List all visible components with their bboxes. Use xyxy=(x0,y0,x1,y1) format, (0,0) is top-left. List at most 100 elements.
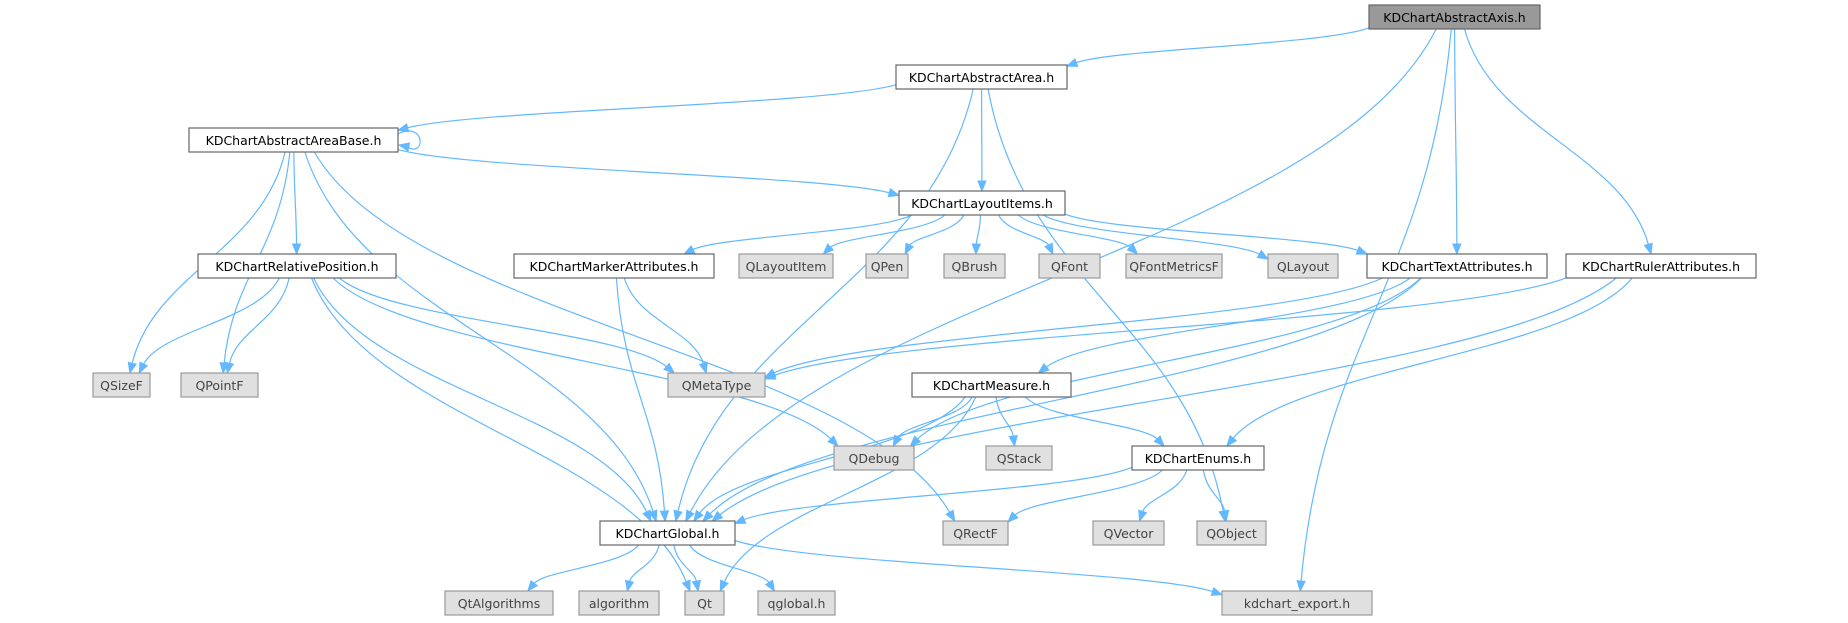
node-box xyxy=(599,520,736,546)
edge-axis-to-ruler xyxy=(1463,28,1653,256)
edge-relpos-to-qmetatype xyxy=(338,277,676,374)
edge-enums-to-qobject xyxy=(1202,469,1230,523)
node-box xyxy=(1267,253,1339,279)
node-box xyxy=(898,190,1066,216)
node-box xyxy=(1131,445,1265,471)
node-area[interactable]: KDChartAbstractArea.h xyxy=(895,64,1068,90)
node-qglobal: qglobal.h xyxy=(757,590,836,616)
node-qbrush: QBrush xyxy=(943,253,1006,279)
node-qlayout: QLayout xyxy=(1267,253,1339,279)
node-label: KDChartLayoutItems.h xyxy=(911,196,1053,211)
node-qrectf: QRectF xyxy=(942,520,1009,546)
node-axis[interactable]: KDChartAbstractAxis.h xyxy=(1368,4,1541,30)
node-box xyxy=(1038,253,1101,279)
node-box xyxy=(911,372,1072,398)
node-label: QLayoutItem xyxy=(746,259,827,274)
node-box xyxy=(667,372,766,398)
node-box xyxy=(578,590,660,616)
node-label: KDChartMeasure.h xyxy=(933,378,1050,393)
node-label: QVector xyxy=(1104,526,1155,541)
edge-areabase-to-global xyxy=(304,151,658,523)
edge-ruler-to-qmetatype xyxy=(763,277,1567,380)
node-label: QDebug xyxy=(849,451,900,466)
node-label: QFont xyxy=(1051,259,1088,274)
edge-areabase-to-areabase xyxy=(397,130,421,152)
edge-measure-to-global xyxy=(692,396,966,523)
edge-marker-to-global xyxy=(615,277,670,523)
edge-text-to-global xyxy=(702,277,1422,522)
edge-layout-to-qbrush xyxy=(971,214,982,256)
node-box xyxy=(943,253,1006,279)
node-box xyxy=(738,253,834,279)
edge-areabase-to-relpos xyxy=(291,151,302,256)
edge-enums-to-global xyxy=(733,466,1133,524)
node-qsizef: QSizeF xyxy=(92,372,151,398)
node-ruler[interactable]: KDChartRulerAttributes.h xyxy=(1565,253,1757,279)
edge-ruler-to-global xyxy=(711,277,1617,522)
node-label: KDChartAbstractAxis.h xyxy=(1383,10,1525,25)
node-qstack: QStack xyxy=(985,445,1053,471)
node-box xyxy=(1125,253,1223,279)
node-label: QFontMetricsF xyxy=(1129,259,1219,274)
node-layer: KDChartAbstractAxis.hKDChartAbstractArea… xyxy=(92,4,1757,616)
edge-marker-to-qmetatype xyxy=(623,277,708,375)
node-enums[interactable]: KDChartEnums.h xyxy=(1131,445,1265,471)
edge-global-to-algorithm xyxy=(625,544,660,593)
node-marker[interactable]: KDChartMarkerAttributes.h xyxy=(513,253,715,279)
node-box xyxy=(757,590,836,616)
node-layout[interactable]: KDChartLayoutItems.h xyxy=(898,190,1066,216)
node-global[interactable]: KDChartGlobal.h xyxy=(599,520,736,546)
node-box xyxy=(942,520,1009,546)
node-box xyxy=(1092,520,1165,546)
edge-text-to-measure xyxy=(1037,277,1411,374)
node-box xyxy=(684,590,725,616)
edge-relpos-to-global xyxy=(313,277,652,523)
node-label: KDChartGlobal.h xyxy=(616,526,720,541)
node-export: kdchart_export.h xyxy=(1221,590,1373,616)
node-label: QBrush xyxy=(952,259,998,274)
node-measure[interactable]: KDChartMeasure.h xyxy=(911,372,1072,398)
node-box xyxy=(985,445,1053,471)
edge-area-to-global xyxy=(673,88,974,523)
edge-layout-to-qpen xyxy=(904,214,965,256)
node-areabase[interactable]: KDChartAbstractAreaBase.h xyxy=(188,127,399,153)
node-label: KDChartAbstractArea.h xyxy=(909,70,1054,85)
node-label: QObject xyxy=(1206,526,1257,541)
edge-areabase-to-layout xyxy=(397,148,901,198)
edge-axis-to-area xyxy=(1065,27,1370,67)
edge-relpos-to-qsizef xyxy=(138,277,280,375)
node-box xyxy=(1368,4,1541,30)
node-text[interactable]: KDChartTextAttributes.h xyxy=(1366,253,1548,279)
node-box xyxy=(1366,253,1548,279)
node-label: QPen xyxy=(871,259,904,274)
edge-axis-to-text xyxy=(1452,28,1462,256)
node-box xyxy=(444,590,554,616)
edge-layout-to-qfont xyxy=(998,214,1054,256)
edge-global-to-qt xyxy=(673,544,702,593)
edge-measure-to-enums xyxy=(1025,396,1165,447)
node-box xyxy=(188,127,399,153)
node-box xyxy=(1565,253,1757,279)
node-box xyxy=(180,372,259,398)
node-qdebug: QDebug xyxy=(833,445,915,471)
edge-enums-to-qrectf xyxy=(1007,469,1163,524)
edge-layer xyxy=(127,27,1653,596)
edge-measure-to-qstack xyxy=(995,396,1018,448)
node-label: KDChartRelativePosition.h xyxy=(215,259,378,274)
node-algorithm: algorithm xyxy=(578,590,660,616)
node-box xyxy=(92,372,151,398)
node-relpos[interactable]: KDChartRelativePosition.h xyxy=(197,253,397,279)
node-qmetatype: QMetaType xyxy=(667,372,766,398)
node-box xyxy=(197,253,397,279)
node-label: QSizeF xyxy=(100,378,143,393)
node-label: kdchart_export.h xyxy=(1244,596,1350,611)
node-label: algorithm xyxy=(589,596,649,611)
node-qfont: QFont xyxy=(1038,253,1101,279)
node-label: KDChartTextAttributes.h xyxy=(1381,259,1532,274)
edge-area-to-layout xyxy=(977,88,987,193)
node-label: KDChartAbstractAreaBase.h xyxy=(206,133,382,148)
edge-layout-to-qlayout xyxy=(1042,214,1270,260)
node-label: KDChartRulerAttributes.h xyxy=(1582,259,1740,274)
edge-relpos-to-qdebug xyxy=(332,277,839,447)
node-qt: Qt xyxy=(684,590,725,616)
